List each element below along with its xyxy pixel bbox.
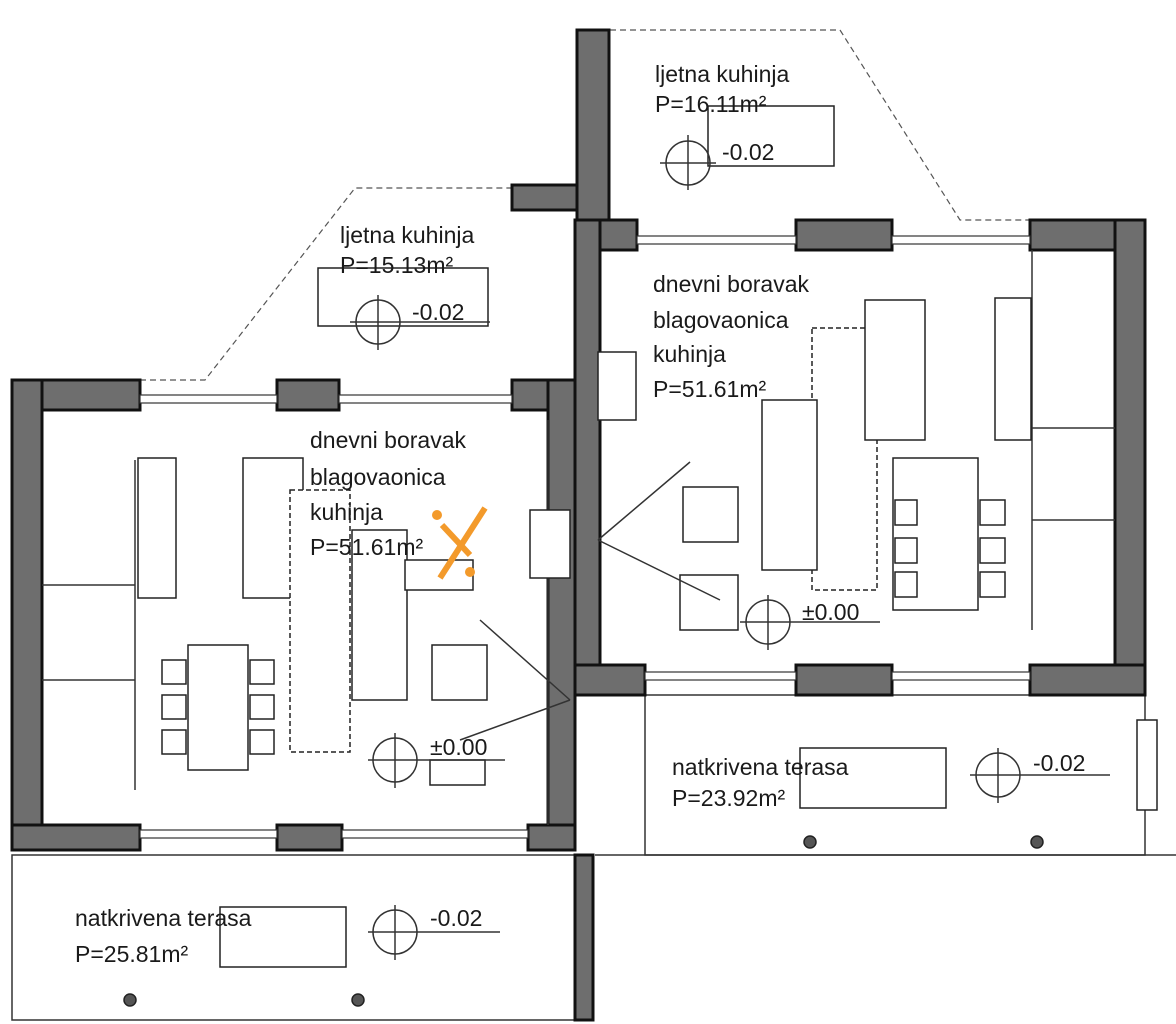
room-area: P=25.81m² bbox=[75, 941, 188, 967]
room-name-line: dnevni boravak bbox=[310, 427, 466, 453]
room-level: ±0.00 bbox=[430, 734, 487, 760]
room-name-line: blagovaonica bbox=[653, 307, 789, 333]
windows bbox=[139, 235, 1031, 839]
room-name: natkrivena terasa bbox=[672, 754, 849, 780]
watermark-logo bbox=[432, 506, 488, 580]
room-level: -0.02 bbox=[1033, 750, 1085, 776]
room-name-line: dnevni boravak bbox=[653, 271, 809, 297]
room-name: ljetna kuhinja bbox=[340, 222, 474, 248]
walls-left-unit bbox=[10, 183, 595, 1022]
interior-partitions bbox=[42, 250, 1115, 825]
room-area: P=15.13m² bbox=[340, 252, 453, 278]
room-area: P=16.11m² bbox=[655, 91, 767, 117]
room-name: natkrivena terasa bbox=[75, 905, 252, 931]
room-area: P=51.61m² bbox=[310, 534, 423, 560]
walls-right-unit bbox=[573, 28, 1147, 697]
room-level: -0.02 bbox=[430, 905, 482, 931]
room-area: P=23.92m² bbox=[672, 785, 785, 811]
room-level: ±0.00 bbox=[802, 599, 859, 625]
room-name-line: blagovaonica bbox=[310, 464, 446, 490]
level-markers bbox=[350, 135, 1110, 960]
room-level: -0.02 bbox=[722, 139, 774, 165]
furniture bbox=[123, 105, 1158, 1007]
room-name-line: kuhinja bbox=[310, 499, 383, 525]
roof-outline-left bbox=[140, 187, 512, 381]
room-area: P=51.61m² bbox=[653, 376, 766, 402]
room-name: ljetna kuhinja bbox=[655, 61, 789, 87]
room-name-line: kuhinja bbox=[653, 341, 726, 367]
room-level: -0.02 bbox=[412, 299, 464, 325]
roof-outline-top bbox=[610, 29, 1030, 221]
